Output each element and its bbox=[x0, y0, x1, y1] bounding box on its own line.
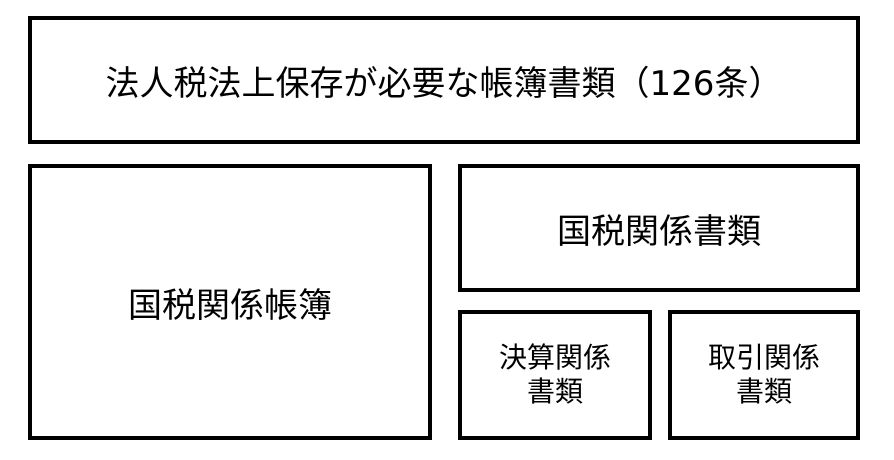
required-records-label: 法人税法上保存が必要な帳簿書類（126条） bbox=[105, 63, 783, 104]
transaction-documents-box: 取引関係 書類 bbox=[668, 310, 860, 440]
tax-books-box: 国税関係帳簿 bbox=[28, 164, 432, 440]
transaction-documents-label: 取引関係 書類 bbox=[707, 341, 820, 408]
tax-books-label: 国税関係帳簿 bbox=[128, 285, 332, 326]
tax-documents-box: 国税関係書類 bbox=[458, 164, 860, 292]
settlement-documents-box: 決算関係 書類 bbox=[458, 310, 652, 440]
settlement-documents-label: 決算関係 書類 bbox=[498, 341, 611, 408]
tax-documents-label: 国税関係書類 bbox=[557, 211, 761, 252]
required-records-box: 法人税法上保存が必要な帳簿書類（126条） bbox=[28, 16, 860, 144]
